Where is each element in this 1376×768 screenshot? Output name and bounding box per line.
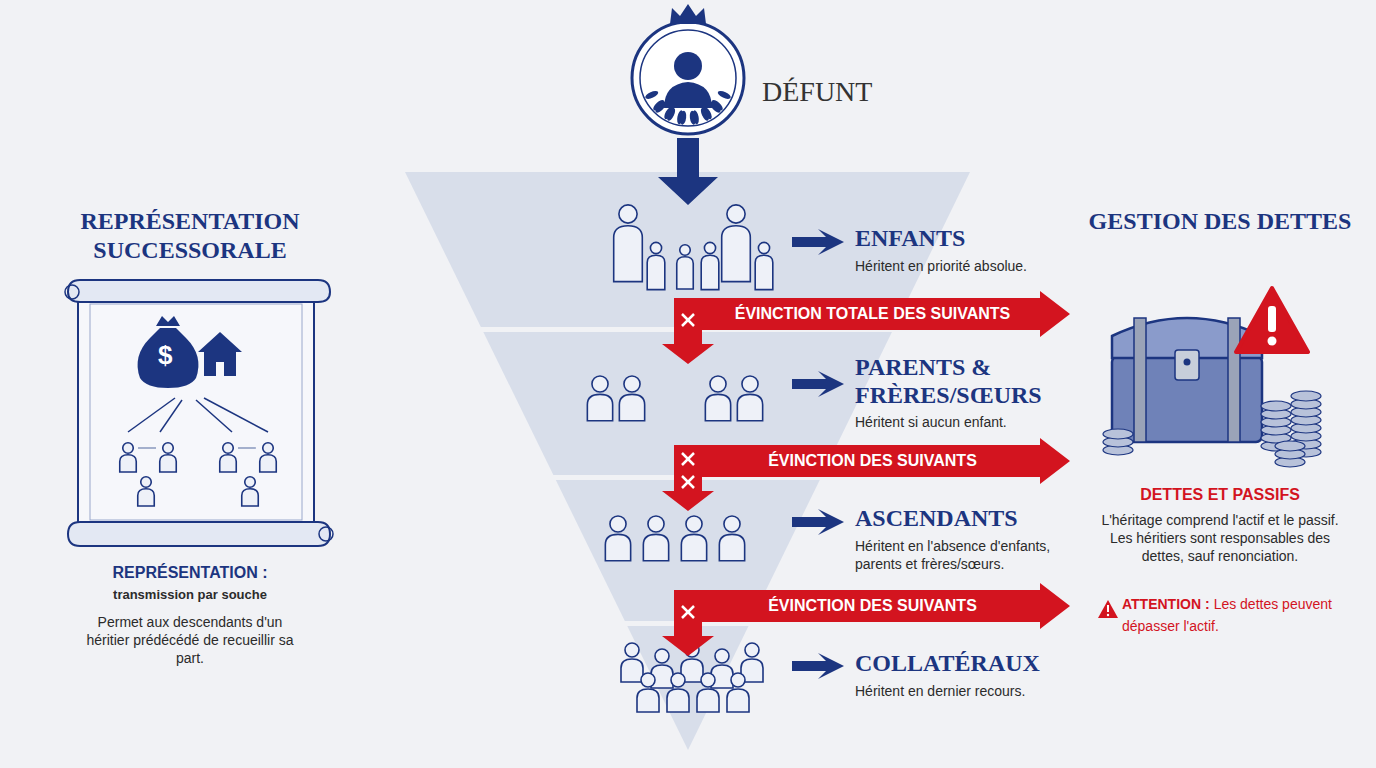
node-heading: ÉVINCTION DES SUIVANTS [768,597,977,615]
cross-mark [682,476,694,488]
side-panel: REPRÉSENTATION SUCCESSORALE REPRÉSENTATIO… [40,207,340,687]
node-text: transmission par souche [40,587,340,603]
warning-note: ATTENTION : Les dettes peuvent dépasser … [1122,593,1342,636]
deceased-icon [632,4,744,134]
node-heading: PARENTS & FRÈRES/SŒURS [855,354,1090,409]
pointer-arrow [792,371,844,397]
eviction-arrow-shape [662,438,1070,511]
node-text: Héritent si aucun enfant. [855,413,1090,431]
heir-rank: COLLATÉRAUX Héritent en dernier recours. [600,648,1090,700]
eviction-band: ÉVINCTION DES SUIVANTS [705,590,1040,622]
parents-siblings-icon [587,376,762,421]
pointer-arrow [792,509,844,535]
node-heading: REPRÉSENTATION SUCCESSORALE [40,207,340,265]
heir-rank: ENFANTS Héritent en priorité absolue. [600,205,1090,275]
node-heading: ASCENDANTS [855,505,1090,533]
currency-symbol: $ [158,342,172,368]
children-icon [614,205,773,290]
node-text: DETTES ET PASSIFS [1070,485,1370,505]
node-heading: COLLATÉRAUX [855,650,1090,678]
deceased-node: DÉFUNT [625,14,890,136]
node-text: Héritent en l'absence d'enfants, parents… [855,537,1090,573]
node-text: Héritent en priorité absolue. [855,257,1090,275]
heir-rank: ASCENDANTS Héritent en l'absence d'enfant… [600,503,1090,573]
side-panel: GESTION DES DETTES DETTES ET PASSIFS L'hér… [1070,207,1370,647]
cross-mark [682,453,694,465]
node-heading: DÉFUNT [762,74,872,109]
warning-symbol [1098,600,1118,618]
pointer-arrow [792,229,844,255]
cross-mark [682,314,694,326]
eviction-band: ÉVINCTION DES SUIVANTS [705,445,1040,477]
eviction-arrow-shape [662,583,1070,656]
node-text: L'héritage comprend l'actif et le passif… [1095,511,1345,566]
node-heading: ÉVINCTION TOTALE DES SUIVANTS [735,305,1011,323]
scroll-illustration [65,280,333,546]
node-heading: ÉVINCTION DES SUIVANTS [768,452,977,470]
pointer-arrow [792,653,844,679]
eviction-arrow-shape [662,291,1070,364]
debt-chest-icon [1103,288,1321,467]
heir-rank: PARENTS & FRÈRES/SŒURS Héritent si aucun … [600,352,1090,431]
flow-arrow [658,138,718,205]
node-text: ATTENTION : [1122,596,1210,612]
ascendants-icon [605,516,744,561]
collaterals-icon [621,643,763,712]
cross-mark [682,606,694,618]
eviction-band: ÉVINCTION TOTALE DES SUIVANTS [705,298,1040,330]
node-text: Permet aux descendants d'un héritier pré… [75,613,305,668]
node-heading: GESTION DES DETTES [1070,207,1370,236]
node-text: REPRÉSENTATION : [40,563,340,583]
node-text: Héritent en dernier recours. [855,682,1090,700]
node-heading: ENFANTS [855,225,1090,253]
